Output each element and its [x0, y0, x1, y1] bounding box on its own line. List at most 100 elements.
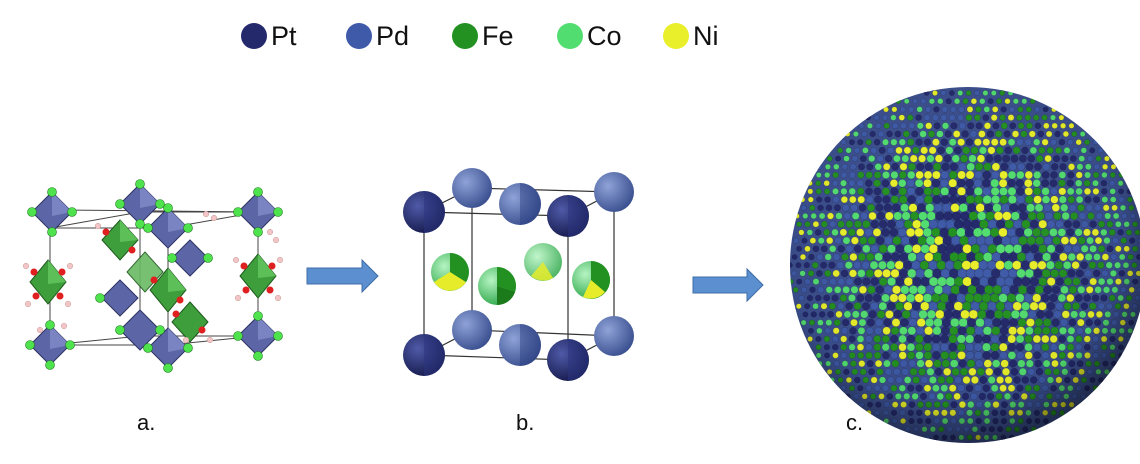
surface-atom: [928, 146, 937, 155]
panel-a-water-ligands: [22, 210, 284, 344]
surface-atom: [967, 284, 977, 295]
surface-atom: [1067, 171, 1075, 179]
surface-atom: [831, 179, 839, 187]
surface-atom: [979, 98, 986, 105]
surface-atom: [832, 327, 840, 335]
surface-atom: [957, 409, 965, 417]
surface-atom: [912, 276, 922, 287]
surface-atom: [1046, 393, 1053, 400]
surface-atom: [956, 227, 966, 238]
surface-atom: [876, 211, 886, 221]
surface-atom: [928, 244, 939, 254]
surface-atom: [1110, 327, 1117, 334]
surface-atom: [908, 122, 916, 130]
surface-atom: [935, 211, 945, 221]
surface-atom: [802, 311, 809, 318]
surface-atom: [875, 285, 885, 295]
surface-atom: [887, 219, 896, 229]
surface-atom: [1016, 195, 1026, 204]
surface-atom: [809, 286, 816, 294]
surface-atom: [906, 187, 916, 196]
surface-atom: [916, 106, 923, 113]
surface-atom: [862, 277, 871, 286]
surface-atom: [987, 376, 996, 384]
surface-atom: [837, 147, 844, 154]
surface-atom: [967, 122, 975, 130]
surface-atom: [1024, 384, 1032, 392]
surface-atom: [817, 360, 823, 367]
surface-atom: [1117, 336, 1124, 342]
surface-atom: [1122, 261, 1130, 269]
surface-atom: [1008, 106, 1016, 113]
surface-atom: [1000, 434, 1007, 441]
surface-atom: [1111, 286, 1119, 294]
surface-atom: [1054, 260, 1064, 270]
surface-atom: [1066, 335, 1075, 343]
surface-atom: [865, 138, 872, 146]
surface-atom: [872, 293, 882, 303]
surface-atom: [1016, 268, 1026, 279]
surface-atom: [995, 301, 1006, 311]
surface-atom: [985, 211, 995, 221]
surface-atom: [1038, 301, 1047, 311]
surface-atom: [951, 309, 962, 320]
surface-atom: [949, 252, 960, 262]
surface-atom: [966, 252, 976, 262]
surface-atom: [999, 186, 1008, 196]
surface-atom: [974, 409, 982, 417]
surface-atom: [820, 302, 828, 310]
surface-atom: [872, 228, 882, 237]
surface-atom: [1032, 187, 1042, 196]
surface-atom: [1119, 204, 1127, 211]
surface-atom: [877, 130, 885, 138]
surface-atom: [807, 336, 813, 342]
surface-atom: [965, 342, 975, 352]
surface-atom: [858, 122, 865, 129]
surface-atom: [1043, 401, 1050, 408]
surface-atom: [970, 98, 977, 105]
surface-atom: [848, 294, 856, 302]
surface-atom: [965, 195, 975, 205]
surface-atom: [976, 367, 985, 376]
surface-atom: [948, 138, 957, 147]
surface-atom: [967, 417, 974, 425]
surface-atom: [950, 235, 961, 246]
panel-b-pd-atoms: [452, 168, 634, 356]
surface-atom: [1021, 276, 1031, 287]
surface-atom: [858, 163, 865, 171]
surface-atom: [854, 376, 861, 384]
surface-atom: [906, 334, 916, 344]
surface-atom: [865, 384, 872, 392]
surface-atom: [886, 301, 896, 311]
surface-atom: [911, 392, 919, 400]
surface-atom: [825, 319, 833, 326]
surface-atom: [923, 351, 933, 360]
surface-atom: [1032, 227, 1042, 237]
surface-atom: [1077, 236, 1086, 245]
surface-atom: [1101, 327, 1109, 335]
surface-atom: [867, 401, 873, 408]
surface-atom: [1078, 310, 1087, 319]
surface-atom: [1000, 203, 1010, 213]
surface-atom: [945, 219, 956, 229]
surface-atom: [941, 417, 949, 425]
surface-atom: [924, 409, 931, 417]
surface-atom: [889, 227, 899, 237]
legend-label-pt: Pt: [271, 21, 297, 51]
surface-atom: [992, 434, 998, 441]
surface-atom: [1038, 244, 1048, 254]
surface-atom: [1041, 268, 1051, 278]
surface-atom: [1034, 122, 1042, 130]
surface-atom: [950, 417, 957, 425]
surface-atom: [1017, 122, 1025, 130]
surface-atom: [858, 360, 866, 368]
surface-atom: [1077, 285, 1086, 294]
surface-atom: [923, 195, 933, 205]
surface-atom: [1057, 228, 1067, 237]
surface-atom: [794, 213, 800, 219]
surface-atom: [873, 114, 880, 121]
surface-atom: [1043, 122, 1050, 129]
surface-atom: [882, 409, 889, 416]
surface-atom: [845, 220, 854, 229]
surface-atom: [932, 195, 942, 205]
